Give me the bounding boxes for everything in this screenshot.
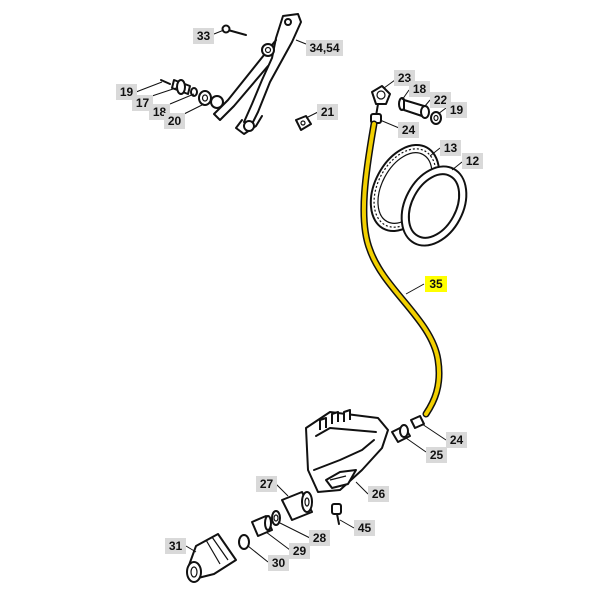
label-19-right: 19 (446, 102, 467, 118)
label-34-54: 34,54 (306, 40, 343, 56)
nozzle-31 (186, 533, 237, 583)
label-12: 12 (462, 153, 483, 169)
svg-text:29: 29 (293, 544, 307, 558)
svg-text:18: 18 (153, 105, 167, 119)
svg-text:12: 12 (466, 154, 480, 168)
label-24-lower: 24 (446, 432, 467, 448)
label-27: 27 (256, 476, 277, 492)
svg-text:30: 30 (272, 556, 286, 570)
svg-text:33: 33 (197, 29, 211, 43)
label-29: 29 (289, 543, 310, 559)
svg-text:22: 22 (434, 93, 448, 107)
label-45: 45 (354, 520, 375, 536)
o-ring-30 (238, 534, 250, 550)
svg-text:13: 13 (444, 141, 458, 155)
label-30: 30 (268, 555, 289, 571)
screw-45 (331, 503, 342, 525)
valve-27 (281, 491, 313, 521)
svg-text:24: 24 (402, 123, 416, 137)
svg-text:27: 27 (260, 477, 274, 491)
nut-21 (295, 115, 312, 131)
throttle-lever (213, 13, 302, 135)
svg-text:19: 19 (120, 85, 134, 99)
handle-housing-26 (305, 409, 389, 493)
svg-text:20: 20 (168, 114, 182, 128)
label-31: 31 (165, 538, 186, 554)
label-22: 22 (430, 92, 451, 108)
label-25: 25 (426, 447, 447, 463)
leader-lines (135, 29, 463, 563)
label-17: 17 (132, 95, 153, 111)
svg-text:17: 17 (136, 96, 150, 110)
svg-text:34,54: 34,54 (309, 41, 339, 55)
svg-text:35: 35 (429, 277, 443, 291)
label-20: 20 (164, 113, 185, 129)
label-35-highlighted: 35 (425, 276, 447, 292)
label-19-left: 19 (116, 84, 137, 100)
svg-text:31: 31 (169, 539, 183, 553)
label-21: 21 (317, 104, 338, 120)
svg-text:19: 19 (450, 103, 464, 117)
svg-text:25: 25 (430, 448, 444, 462)
svg-text:23: 23 (398, 71, 412, 85)
label-28: 28 (309, 530, 330, 546)
label-13: 13 (440, 140, 461, 156)
sleeve-28 (271, 510, 281, 526)
fitting-29 (251, 515, 273, 537)
label-24-upper: 24 (398, 122, 419, 138)
banjo-fitting-23 (370, 85, 391, 124)
svg-text:26: 26 (372, 487, 386, 501)
fitting-24-lower (410, 415, 425, 429)
svg-text:18: 18 (413, 82, 427, 96)
svg-text:45: 45 (358, 521, 372, 535)
svg-text:24: 24 (450, 433, 464, 447)
svg-text:28: 28 (313, 531, 327, 545)
label-33: 33 (193, 28, 214, 44)
label-18-right: 18 (409, 81, 430, 97)
label-26: 26 (368, 486, 389, 502)
ring-12 (400, 165, 468, 247)
svg-text:21: 21 (321, 105, 335, 119)
pivot-parts-left (160, 79, 224, 109)
nipple-25 (391, 424, 411, 443)
pivot-parts-right (398, 97, 442, 125)
screw-33 (221, 24, 247, 36)
hose-35 (360, 120, 443, 418)
